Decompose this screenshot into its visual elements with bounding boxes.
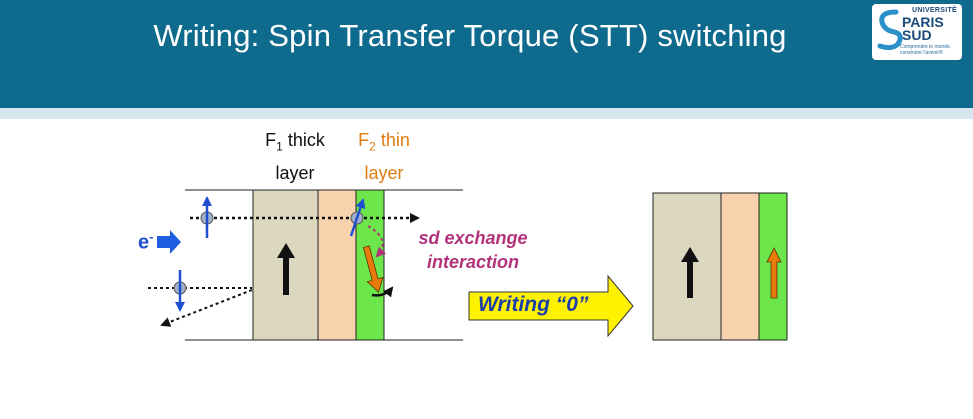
- sd-exchange-arrow: [367, 225, 387, 258]
- slide-title: Writing: Spin Transfer Torque (STT) swit…: [153, 18, 787, 53]
- writing-arrow-shape: [468, 274, 634, 338]
- writing-label: Writing “0”: [478, 293, 589, 316]
- result-spacer-layer: [720, 192, 760, 341]
- slide-header: [0, 0, 973, 119]
- f1-label: F1 thick layer: [265, 130, 325, 183]
- f1-magnetization-arrow: [277, 243, 295, 295]
- f2-label: F2 thin layer: [358, 130, 410, 183]
- result-f2-layer: [758, 192, 788, 341]
- reflected-electron-outgoing: [160, 289, 253, 327]
- f2-magnetization-arrow: [362, 245, 384, 293]
- result-f1-arrow: [681, 247, 699, 298]
- result-f2-arrow: [766, 247, 782, 299]
- header-bottom-band: [0, 108, 973, 119]
- torque-arrow: [371, 286, 394, 298]
- university-logo: UNIVERSITÉ PARIS SUD Comprendre le monde…: [872, 4, 962, 60]
- logo-s-icon: [877, 9, 903, 51]
- right-stack: [652, 192, 788, 341]
- logo-line2: PARIS: [902, 14, 944, 30]
- logo-tagline2: construire l'avenir®: [900, 50, 943, 56]
- tilted-spin-arrow-icon: [349, 198, 366, 237]
- result-f1-layer: [652, 192, 722, 341]
- logo-line1: UNIVERSITÉ: [912, 7, 958, 14]
- electron-current-arrow-icon: [157, 230, 181, 254]
- logo-tagline1: Comprendre le monde,: [900, 44, 952, 50]
- spacer-layer: [317, 189, 357, 341]
- logo-line3: SUD: [902, 27, 932, 43]
- electron-label: e-: [138, 229, 154, 254]
